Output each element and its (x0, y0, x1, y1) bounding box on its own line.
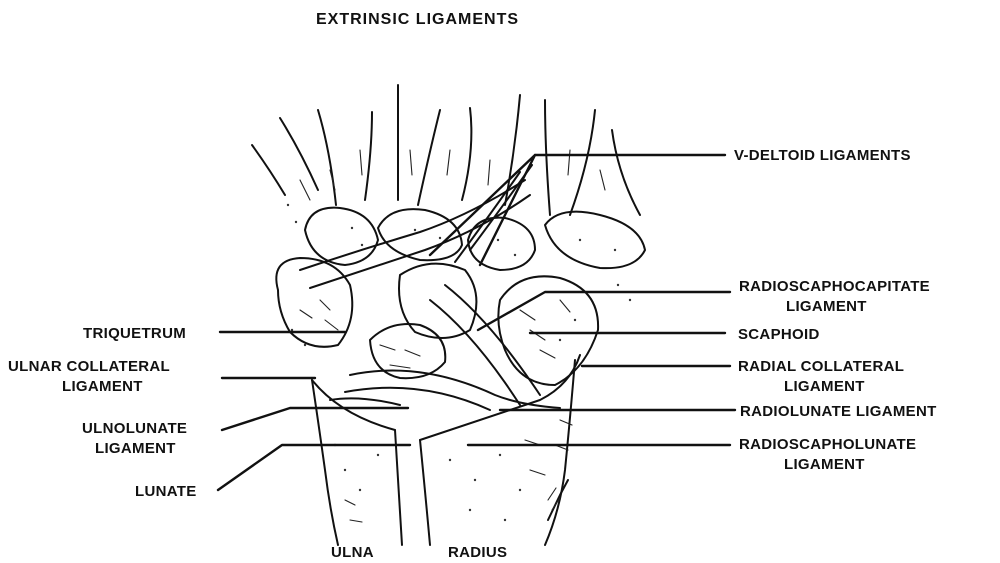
labels-right: V-DELTOID LIGAMENTS RADIOSCAPHOCAPITATE … (734, 147, 937, 473)
label-triquetrum: TRIQUETRUM (83, 325, 186, 342)
leader-lunate (218, 445, 410, 490)
ulna-bone (312, 380, 402, 545)
leader-ulnolunate (222, 408, 408, 430)
labels-left: TRIQUETRUM ULNAR COLLATERAL LIGAMENT ULN… (8, 325, 197, 500)
label-radius: RADIUS (448, 544, 507, 561)
label-radioscaphocapitate-1: RADIOSCAPHOCAPITATE (739, 278, 930, 295)
label-ulnar-collateral-2: LIGAMENT (62, 378, 143, 395)
label-radioscapholunate-2: LIGAMENT (784, 456, 865, 473)
label-ulna: ULNA (331, 544, 374, 561)
label-lunate: LUNATE (135, 483, 197, 500)
labels-bottom: ULNA RADIUS (331, 544, 507, 561)
label-v-deltoid: V-DELTOID LIGAMENTS (734, 147, 911, 164)
label-scaphoid: SCAPHOID (738, 326, 820, 343)
distal-carpal-row (305, 208, 645, 270)
label-radiolunate: RADIOLUNATE LIGAMENT (740, 403, 937, 420)
leader-radioscaphocapitate (478, 292, 730, 330)
label-ulnolunate-1: ULNOLUNATE (82, 420, 187, 437)
leader-lines (218, 155, 735, 490)
label-radial-collateral-2: LIGAMENT (784, 378, 865, 395)
label-ulnar-collateral-1: ULNAR COLLATERAL (8, 358, 170, 375)
metacarpal-bones (252, 85, 640, 215)
diagram-title: EXTRINSIC LIGAMENTS (316, 11, 519, 28)
label-radioscaphocapitate-2: LIGAMENT (786, 298, 867, 315)
label-ulnolunate-2: LIGAMENT (95, 440, 176, 457)
triquetrum-bone (276, 258, 352, 347)
label-radial-collateral-1: RADIAL COLLATERAL (738, 358, 904, 375)
label-radioscapholunate-1: RADIOSCAPHOLUNATE (739, 436, 916, 453)
